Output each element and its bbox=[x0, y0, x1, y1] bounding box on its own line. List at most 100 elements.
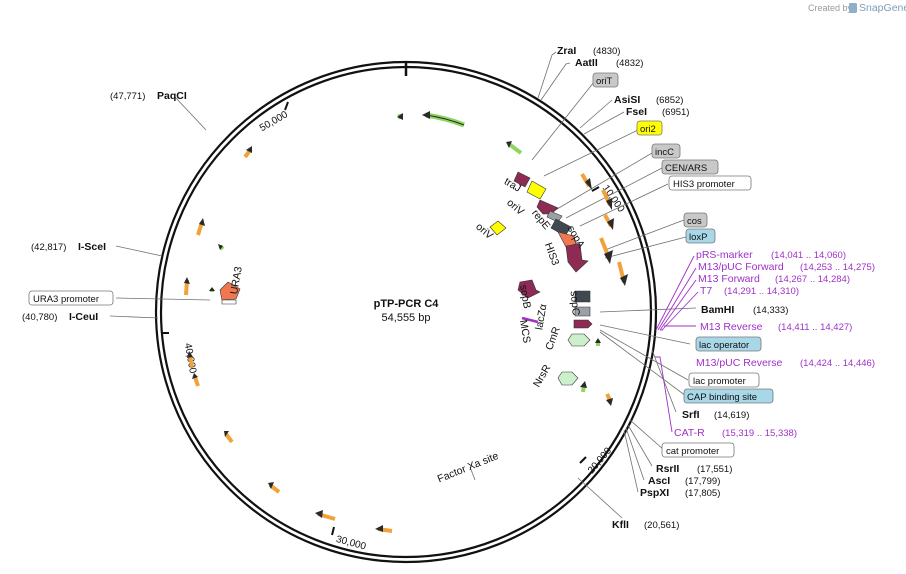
svg-text:ori2: ori2 bbox=[640, 124, 656, 135]
his3-feature bbox=[557, 231, 577, 248]
ruler-tick bbox=[284, 101, 289, 111]
label-ura3: URA3 bbox=[228, 266, 245, 296]
enzyme-bamhi-pos: (14,333) bbox=[753, 305, 788, 316]
sopa-feature bbox=[565, 243, 589, 273]
feature-box-lac-operator: lac operator bbox=[695, 336, 762, 352]
enzyme-srfi: SrfI bbox=[682, 409, 700, 421]
svg-text:HIS3 promoter: HIS3 promoter bbox=[673, 179, 735, 190]
enzyme-fsei-pos: (6951) bbox=[662, 107, 689, 118]
feature-box-loxp: loxP bbox=[685, 228, 716, 244]
label-sopb: sopB bbox=[517, 284, 533, 310]
orf-arrows-orange bbox=[184, 146, 628, 533]
sopc-feature bbox=[574, 290, 591, 303]
feature-box-orit: oriT bbox=[592, 72, 619, 88]
enzyme-iceui-pos: (40,780) bbox=[22, 312, 57, 323]
feature-box-cen-ars: CEN/ARS bbox=[661, 159, 719, 175]
primer-m13-forward-range: (14,267 .. 14,284) bbox=[775, 274, 850, 285]
svg-text:cos: cos bbox=[687, 216, 702, 227]
svg-text:loxP: loxP bbox=[689, 232, 707, 243]
svg-text:CEN/ARS: CEN/ARS bbox=[665, 163, 707, 174]
plasmid-length: 54,555 bp bbox=[382, 312, 431, 324]
label-factor-xa: Factor Xa site bbox=[436, 450, 501, 485]
svg-text:cat promoter: cat promoter bbox=[666, 446, 719, 457]
enzyme-aatii: AatII bbox=[575, 57, 598, 69]
label-his3: HIS3 bbox=[542, 241, 561, 267]
svg-text:CAP binding site: CAP binding site bbox=[687, 392, 757, 403]
primer-m13-puc-reverse-range: (14,424 .. 14,446) bbox=[800, 358, 875, 369]
ruler-label: 20,000 bbox=[586, 445, 614, 476]
label-mcs: MCS bbox=[517, 319, 533, 344]
primer-cat-r-range: (15,319 .. 15,338) bbox=[722, 428, 797, 439]
feature-box-cos: cos bbox=[683, 212, 708, 228]
label-oriv-a: oriV bbox=[504, 197, 526, 218]
enzyme-aatii-pos: (4832) bbox=[616, 58, 643, 69]
primer-prs-marker: pRS-marker bbox=[696, 249, 753, 261]
enzyme-zrai: ZraI bbox=[557, 45, 576, 57]
enzyme-srfi-pos: (14,619) bbox=[714, 410, 749, 421]
label-nrsr: NrsR bbox=[531, 362, 554, 389]
repe-feature bbox=[536, 199, 559, 215]
sopb-feature bbox=[517, 279, 541, 299]
label-lacza: lacZα bbox=[533, 303, 549, 331]
enzyme-pspxi: PspXI bbox=[640, 487, 669, 499]
enzyme-kfli-pos: (20,561) bbox=[644, 520, 679, 531]
primer-m13-forward: M13 Forward bbox=[698, 273, 760, 285]
inner-features bbox=[219, 171, 593, 386]
feature-box-cap-binding-site: CAP binding site bbox=[683, 388, 774, 404]
feature-box-ori2: ori2 bbox=[636, 120, 663, 136]
enzyme-asisi-pos: (6852) bbox=[656, 95, 683, 106]
ruler-tick bbox=[579, 456, 587, 464]
oriv-b-feature bbox=[489, 220, 507, 236]
ruler-tick bbox=[331, 526, 335, 536]
enzyme-iscei-pos: (42,817) bbox=[31, 242, 66, 253]
primer-t7: T7 bbox=[700, 285, 712, 297]
feature-box-cat-promoter: cat promoter bbox=[661, 442, 735, 458]
primer-m13-puc-reverse: M13/pUC Reverse bbox=[696, 357, 783, 369]
enzyme-asisi: AsiSI bbox=[614, 94, 640, 106]
enzyme-iceui: I-CeuI bbox=[69, 311, 98, 323]
svg-text:lac promoter: lac promoter bbox=[693, 376, 746, 387]
label-cmr: CmR bbox=[543, 325, 563, 352]
ura3-feature bbox=[219, 281, 241, 301]
feature-box-his3-promoter: HIS3 promoter bbox=[668, 175, 752, 191]
snapgene-logo-icon bbox=[849, 3, 857, 13]
primer-m13-reverse: M13 Reverse bbox=[700, 321, 763, 333]
enzyme-pspxi-pos: (17,805) bbox=[685, 488, 720, 499]
feature-box-lac-promoter: lac promoter bbox=[688, 372, 760, 388]
label-sopc: sopC bbox=[568, 290, 582, 316]
svg-text:incC: incC bbox=[655, 147, 674, 158]
enzyme-zrai-pos: (4830) bbox=[593, 46, 620, 57]
primer-m13-puc-forward: M13/pUC Forward bbox=[698, 261, 784, 273]
svg-text:lac operator: lac operator bbox=[699, 340, 749, 351]
primer-cat-r: CAT-R bbox=[674, 427, 705, 439]
primer-leaders bbox=[655, 255, 699, 433]
feature-box-ura3-promoter: URA3 promoter bbox=[28, 290, 114, 306]
lacza-feature bbox=[573, 319, 593, 329]
enzyme-fsei: FseI bbox=[626, 106, 647, 118]
enzyme-kfli: KflI bbox=[612, 519, 629, 531]
enzyme-rsrii: RsrII bbox=[656, 463, 679, 475]
gray-box-feature bbox=[574, 306, 591, 317]
primer-prs-marker-range: (14,041 .. 14,060) bbox=[771, 250, 846, 261]
svg-text:oriT: oriT bbox=[596, 76, 613, 87]
enzyme-rsrii-pos: (17,551) bbox=[697, 464, 732, 475]
enzyme-paqci: PaqCI bbox=[157, 90, 187, 102]
ura3-promoter-feature bbox=[221, 299, 237, 305]
plasmid-name: pTP-PCR C4 bbox=[374, 298, 440, 310]
feature-box-incc: incC bbox=[651, 143, 681, 159]
credit-prefix: Created by bbox=[808, 3, 853, 13]
primer-m13-reverse-range: (14,411 .. 14,427) bbox=[778, 322, 852, 333]
orf-arrows-green bbox=[209, 111, 601, 393]
nrsr-feature bbox=[557, 371, 579, 386]
primer-t7-range: (14,291 .. 14,310) bbox=[724, 286, 799, 297]
oriv-feature bbox=[526, 180, 547, 200]
cmr-feature bbox=[567, 333, 591, 347]
enzyme-asci-pos: (17,799) bbox=[685, 476, 720, 487]
label-oriv-b: oriV bbox=[473, 221, 495, 242]
svg-text:URA3 promoter: URA3 promoter bbox=[33, 294, 99, 305]
enzyme-asci: AscI bbox=[648, 475, 670, 487]
primer-m13-puc-forward-range: (14,253 .. 14,275) bbox=[800, 262, 875, 273]
trai-feature bbox=[513, 171, 531, 188]
mcs-feature bbox=[521, 316, 539, 324]
